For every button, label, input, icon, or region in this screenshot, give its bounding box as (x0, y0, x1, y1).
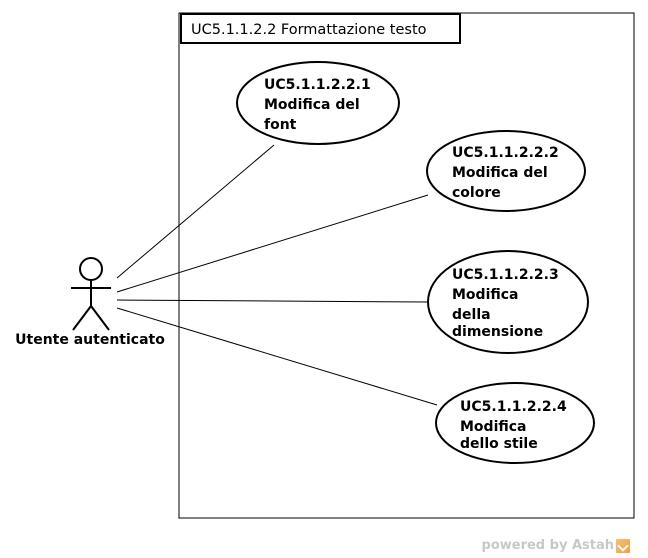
use-case-uc3-line-2: Modifica (452, 287, 519, 303)
use-case-uc4-line-2: Modifica (460, 419, 527, 435)
use-case-uc2-line-2: Modifica del (452, 165, 548, 181)
astah-logo-icon (616, 538, 630, 553)
use-case-uc4[interactable]: UC5.1.1.2.2.4 Modifica dello stile (435, 382, 595, 464)
use-case-uc3[interactable]: UC5.1.1.2.2.3 Modifica della dimensione (427, 250, 589, 354)
association-uc3 (116, 299, 429, 303)
watermark-text: powered by Astah (481, 538, 614, 553)
use-case-uc4-line-1: UC5.1.1.2.2.4 (460, 399, 567, 415)
astah-watermark: powered by Astah (482, 538, 630, 553)
association-uc4 (116, 307, 438, 406)
use-case-uc2[interactable]: UC5.1.1.2.2.2 Modifica del colore (426, 130, 586, 212)
association-uc1 (116, 144, 275, 279)
use-case-uc1-line-2: Modifica del (264, 97, 360, 113)
actor-left-leg (72, 305, 92, 331)
use-case-uc3-line-4: dimensione (452, 324, 543, 340)
use-case-uc3-label: UC5.1.1.2.2.3 Modifica della dimensione (452, 267, 564, 340)
use-case-uc4-label: UC5.1.1.2.2.4 Modifica dello stile (460, 399, 572, 452)
actor-head (79, 257, 103, 281)
association-uc2 (116, 194, 429, 293)
use-case-uc1-ellipse (236, 61, 400, 145)
system-title-box (180, 13, 461, 44)
use-case-uc1-line-3: font (264, 117, 297, 133)
use-case-uc1-label: UC5.1.1.2.2.1 Modifica del font (264, 77, 376, 133)
actor-right-leg (90, 305, 110, 331)
use-case-uc3-ellipse (427, 250, 589, 354)
use-case-uc2-line-3: colore (452, 185, 501, 201)
use-case-uc2-ellipse (426, 130, 586, 212)
use-case-uc4-line-3: dello stile (460, 436, 538, 452)
system-title: UC5.1.1.2.2 Formattazione testo (191, 22, 427, 38)
use-case-uc4-ellipse (435, 382, 595, 464)
use-case-uc1[interactable]: UC5.1.1.2.2.1 Modifica del font (236, 61, 400, 145)
use-case-uc1-line-1: UC5.1.1.2.2.1 (264, 77, 371, 93)
actor-label: Utente autenticato (15, 332, 165, 348)
associations (116, 144, 438, 406)
use-case-uc2-label: UC5.1.1.2.2.2 Modifica del colore (452, 145, 564, 201)
actor-figure[interactable] (71, 257, 111, 331)
use-case-uc3-line-1: UC5.1.1.2.2.3 (452, 267, 559, 283)
use-case-uc3-line-3: della (452, 307, 491, 323)
use-case-uc2-line-1: UC5.1.1.2.2.2 (452, 145, 559, 161)
